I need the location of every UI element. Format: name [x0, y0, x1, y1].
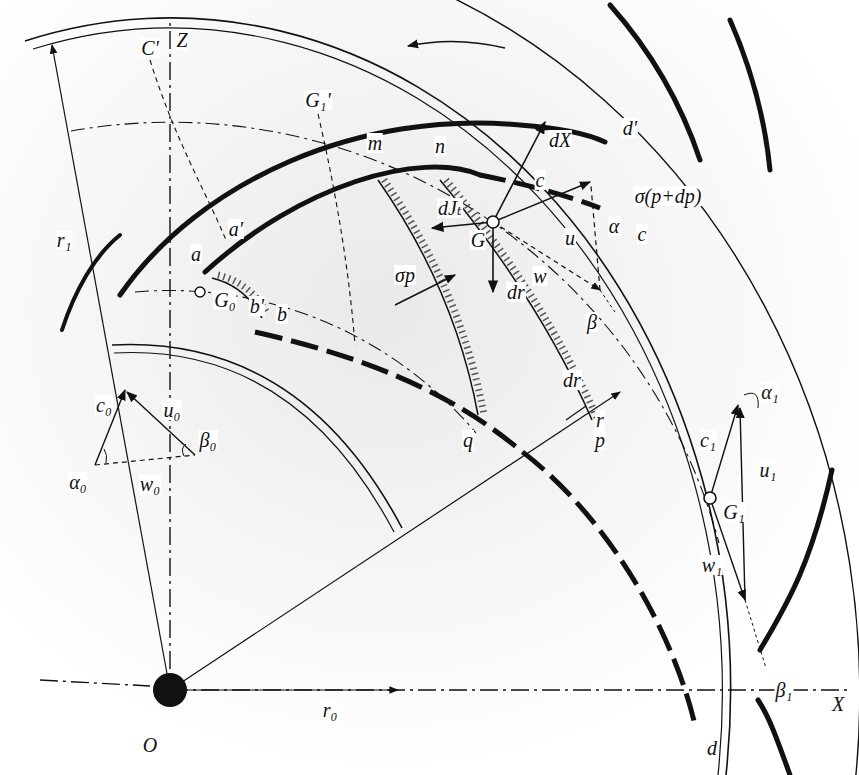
velocity-vector [95, 390, 125, 465]
point-marker [195, 287, 205, 297]
casing-arc [403, 0, 859, 775]
extension-line [745, 600, 766, 668]
hub-arc [114, 352, 394, 532]
force-vector [432, 222, 493, 228]
figure-label: u₀ [163, 400, 182, 420]
figure-label: m [367, 133, 383, 153]
velocity-vector [127, 392, 195, 455]
figure-label: X [831, 694, 845, 714]
figure-label: dr [562, 370, 582, 390]
figure-label: C' [140, 38, 160, 58]
figure-label: d [706, 738, 718, 758]
figure-label: c [637, 224, 648, 244]
figure-label: σ(p+dp) [634, 186, 703, 206]
figure-label: w₁ [701, 555, 723, 575]
figure-label: d' [622, 118, 638, 138]
streamline-arc [135, 290, 476, 433]
figure-label: n [434, 136, 446, 156]
figure-label: G [470, 230, 486, 250]
radius-line [52, 45, 170, 690]
blade [730, 20, 770, 170]
figure-label: Z [175, 30, 188, 50]
figure-label: β [586, 312, 598, 332]
extension-line [600, 290, 615, 312]
figure-label: p [594, 430, 606, 450]
figure-label: q [462, 430, 474, 450]
figure-label: u₁ [759, 460, 778, 480]
angle-arc [744, 393, 758, 408]
figure-label: α₀ [68, 472, 87, 492]
force-vector [493, 122, 545, 222]
figure-label: u [564, 228, 576, 248]
blade [760, 470, 832, 650]
figure-label: w₀ [139, 474, 161, 494]
force-vector [492, 222, 494, 292]
radius-line [170, 392, 620, 690]
figure-label: σp [394, 265, 416, 285]
section-arc [378, 180, 478, 415]
figure-label: a [190, 244, 202, 264]
figure-label: b' [249, 296, 265, 316]
figure-label: O [142, 735, 158, 755]
figure-label: w [532, 266, 547, 286]
shaft-line [40, 680, 150, 686]
figure-label: G₁' [304, 90, 332, 110]
figure-label: r [595, 410, 605, 430]
figure-label: r₁ [56, 230, 73, 250]
hatching [446, 180, 598, 420]
figure-label: G₁ [722, 502, 745, 522]
figure-label: c₀ [95, 395, 113, 415]
figure-label: r₀ [322, 700, 339, 720]
velocity-vector [710, 498, 745, 600]
figure-label: G₀ [213, 290, 236, 310]
figure-label: a' [228, 219, 244, 239]
rim-arc [33, 28, 722, 775]
figure-label: α [608, 216, 621, 236]
velocity-vector [591, 186, 600, 290]
velocity-vector [95, 455, 195, 465]
shaft [153, 673, 187, 707]
rim-arc [25, 18, 731, 775]
figure-label: α₁ [760, 382, 779, 402]
point-marker [487, 216, 499, 228]
figure-label: β₀ [199, 430, 218, 450]
rotation-arrow [408, 41, 505, 48]
blade [255, 332, 695, 725]
angle-arc [182, 444, 186, 456]
angle-arc [104, 449, 107, 463]
streamline-arc [71, 122, 719, 543]
velocity-vector [493, 222, 600, 290]
hub-arc [112, 345, 402, 528]
x-axis [170, 689, 850, 690]
blade [758, 700, 790, 775]
point-marker [704, 492, 716, 504]
guide-curve [150, 60, 226, 240]
radius-line [182, 689, 398, 690]
figure-label: b [276, 304, 288, 324]
figure-label: dX [548, 130, 572, 150]
figure-label: β₁ [775, 680, 794, 700]
figure-label: dJₜ [437, 198, 463, 218]
figure-label: dr [506, 282, 526, 302]
blade [205, 167, 480, 272]
dr-tick [566, 406, 586, 420]
z-axis [169, 22, 170, 700]
figure-label: c₁ [699, 430, 717, 450]
blade [120, 123, 605, 295]
figure-label: c [535, 170, 546, 190]
velocity-vector [710, 405, 738, 498]
blade [610, 5, 700, 160]
